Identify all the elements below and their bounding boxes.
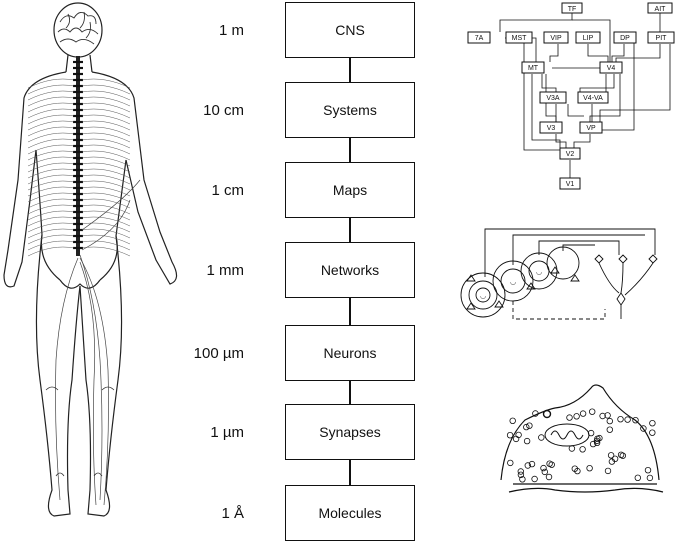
svg-text:◡: ◡ [510,279,516,286]
synapse-illustration [500,384,664,493]
svg-text:◡: ◡ [480,293,486,300]
area-label: DP [620,35,630,42]
area-label: MST [512,35,528,42]
scale-label: 100 µm [193,345,244,362]
visual-areas-hierarchy-diagram: TF AIT 7A MST VIP LIP DP PIT MT V4 V3A V… [467,2,675,190]
area-label: LIP [583,35,594,42]
scale-label: 1 µm [210,424,244,441]
area-label: V4 [607,65,616,72]
svg-text:◡: ◡ [536,269,542,276]
scale-label: 1 m [218,22,244,39]
level-box-systems: Systems [285,82,415,138]
area-label: VP [586,125,596,132]
area-label: 7A [475,35,484,42]
area-label: VIP [550,35,562,42]
level-box-cns: CNS [285,2,415,58]
area-label: V4-VA [583,95,603,102]
level-box-neurons: Neurons [285,325,415,381]
scale-label: 1 Å [221,505,244,522]
level-box-synapses: Synapses [285,404,415,460]
scale-label: 1 cm [211,182,244,199]
level-box-molecules: Molecules [285,485,415,541]
area-label: TF [568,6,577,13]
scale-label: 10 cm [203,102,244,119]
area-label: AIT [655,6,667,13]
level-box-maps: Maps [285,162,415,218]
area-label: V2 [566,151,575,158]
area-label: V3 [547,125,556,132]
area-label: MT [528,65,539,72]
area-label: PIT [656,35,668,42]
network-receptive-field-diagram: ◡ ◡ ◡ [460,228,658,320]
area-label: V1 [566,181,575,188]
level-box-networks: Networks [285,242,415,298]
area-label: V3A [546,95,560,102]
scale-label: 1 mm [206,262,245,279]
human-nervous-system-illustration [3,2,178,517]
